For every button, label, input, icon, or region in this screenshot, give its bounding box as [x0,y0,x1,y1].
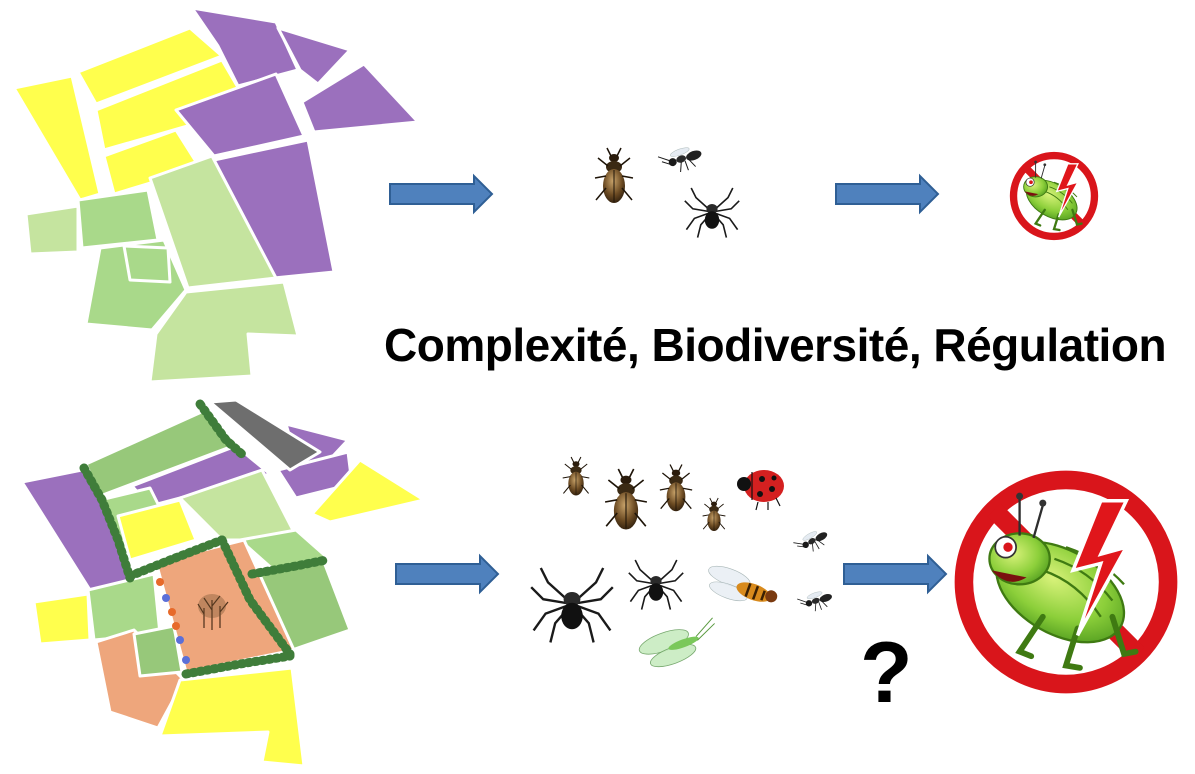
right-arrow-icon [836,176,938,212]
spider-icon [685,188,739,238]
flower-icon [168,608,176,616]
parasitoid-wasp-icon [658,142,705,178]
pest-regulation-icon-large [950,466,1182,698]
parasitoid-wasp-icon [793,526,831,559]
flower-icon [182,656,190,664]
carabid-beetle-icon [660,465,692,512]
lacewing-icon [636,615,722,673]
field-yellow [14,76,100,200]
flower-icon [172,622,180,630]
carabid-beetle-icon [595,148,633,203]
pest-regulation-icon-small [1008,150,1100,242]
arrow-3 [396,556,498,592]
simple-landscape [14,8,418,382]
arrow-2 [836,176,938,212]
ladybird-icon [737,470,784,510]
spider-icon [531,568,613,642]
field-green [78,190,158,248]
carabid-beetle-icon [563,457,590,496]
headline: Complexité, Biodiversité, Régulation [384,318,1190,372]
field-yellow [34,594,90,644]
field-yellow [160,668,304,766]
question-mark: ? [860,630,913,716]
complex-landscape [22,400,424,766]
flower-icon [162,594,170,602]
right-arrow-icon [390,176,492,212]
carabid-beetle-icon [703,498,726,531]
right-arrow-icon [844,556,946,592]
field-green [26,206,78,254]
natural-enemies-few [595,142,739,237]
hoverfly-icon [702,562,781,615]
natural-enemies-many [531,457,835,673]
right-arrow-icon [396,556,498,592]
spider-icon [629,560,683,610]
arrow-1 [390,176,492,212]
flower-icon [176,636,184,644]
carabid-beetle-icon [605,469,647,530]
flower-icon [156,578,164,586]
field-green [124,246,170,282]
arrow-4 [844,556,946,592]
parasitoid-wasp-icon [797,588,835,617]
